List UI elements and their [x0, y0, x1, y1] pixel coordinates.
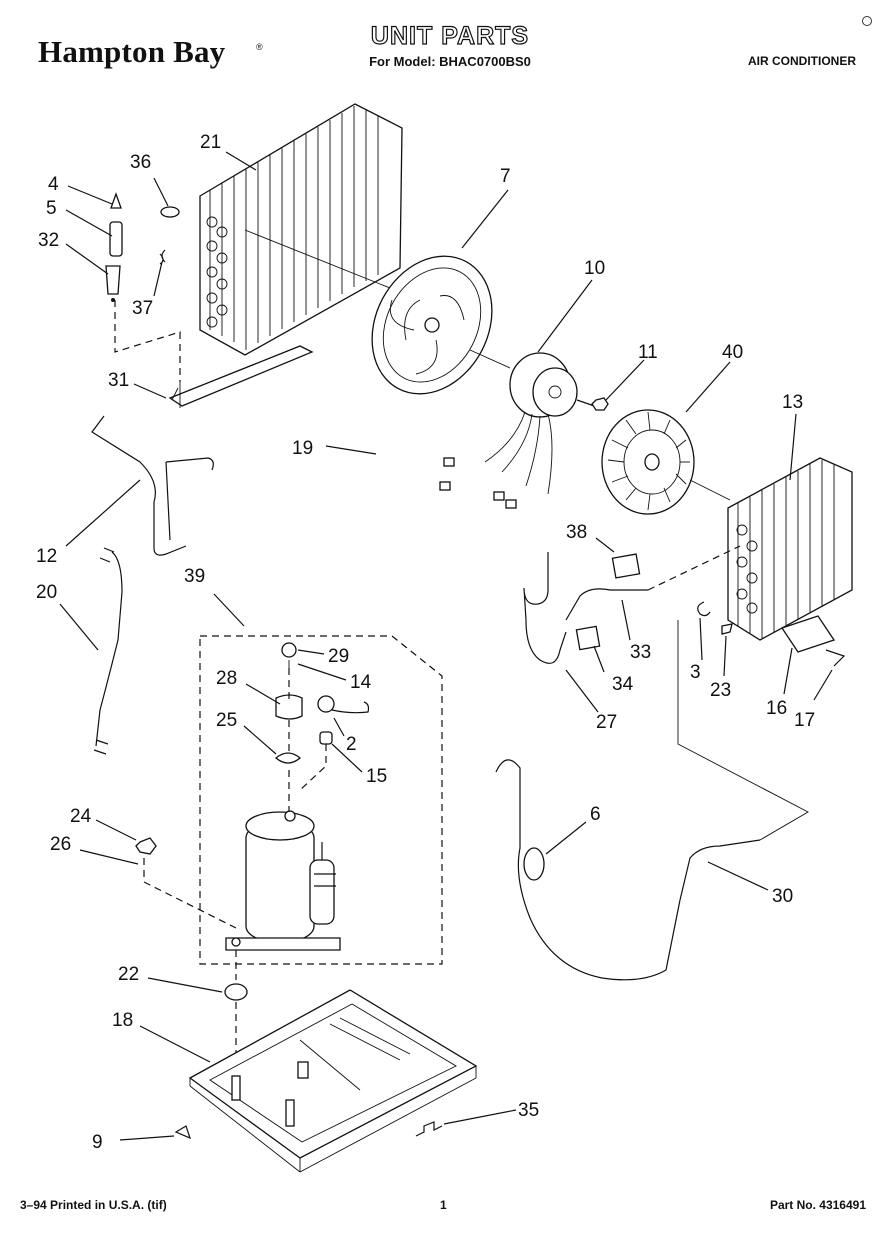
brand-name: Hampton Bay	[38, 34, 226, 69]
base-pan	[188, 989, 478, 1173]
callout-3: 3	[690, 662, 701, 683]
callout-14: 14	[350, 672, 372, 693]
callout-22: 22	[118, 964, 139, 985]
callout-6: 6	[590, 804, 601, 825]
model-line: For Model: BHAC0700BS0	[369, 54, 531, 69]
callout-40: 40	[722, 342, 743, 363]
condenser-coil	[199, 103, 403, 356]
callout-37: 37	[132, 298, 153, 319]
callout-34: 34	[612, 674, 634, 695]
callout-29: 29	[328, 646, 349, 667]
fan-shroud	[371, 255, 493, 395]
callout-39: 39	[184, 566, 205, 587]
callout-2: 2	[346, 734, 357, 755]
callout-19: 19	[292, 438, 313, 459]
callout-13: 13	[782, 392, 803, 413]
evaporator-coil	[727, 457, 853, 641]
callout-12: 12	[36, 546, 57, 567]
fan-motor	[439, 352, 601, 509]
callout-28: 28	[216, 668, 237, 689]
callout-36: 36	[130, 152, 151, 173]
callout-16: 16	[766, 698, 787, 719]
product-type: AIR CONDITIONER	[748, 54, 856, 68]
callout-7: 7	[500, 166, 511, 187]
brand-registered-mark: ®	[256, 42, 263, 52]
callout-35: 35	[518, 1100, 539, 1121]
print-info: 3–94 Printed in U.S.A. (tif)	[20, 1198, 167, 1212]
callout-30: 30	[772, 886, 793, 907]
page-title: UNIT PARTS	[370, 21, 530, 50]
callout-21: 21	[200, 132, 221, 153]
callout-26: 26	[50, 834, 71, 855]
callout-32: 32	[38, 230, 59, 251]
callout-numbers: 4 5 32 36 37 21 7 10 11 40 13 31 19 12 2…	[36, 132, 815, 1153]
callout-20: 20	[36, 582, 57, 603]
corner-mark	[862, 16, 872, 26]
callout-17: 17	[794, 710, 815, 731]
callout-31: 31	[108, 370, 129, 391]
page-number: 1	[440, 1198, 447, 1212]
callout-11: 11	[638, 342, 658, 363]
callout-33: 33	[630, 642, 651, 663]
blower-wheel	[601, 409, 695, 515]
callout-23: 23	[710, 680, 731, 701]
callout-27: 27	[596, 712, 617, 733]
callout-9: 9	[92, 1132, 103, 1153]
leader-lines	[59, 151, 833, 1141]
callout-24: 24	[70, 806, 92, 827]
callout-25: 25	[216, 710, 237, 731]
callout-18: 18	[112, 1010, 133, 1031]
compressor	[225, 810, 341, 951]
callout-10: 10	[584, 258, 605, 279]
callout-38: 38	[566, 522, 587, 543]
callout-5: 5	[46, 198, 57, 219]
callout-4: 4	[48, 174, 59, 195]
part-number: Part No. 4316491	[769, 1198, 866, 1212]
callout-15: 15	[366, 766, 387, 787]
